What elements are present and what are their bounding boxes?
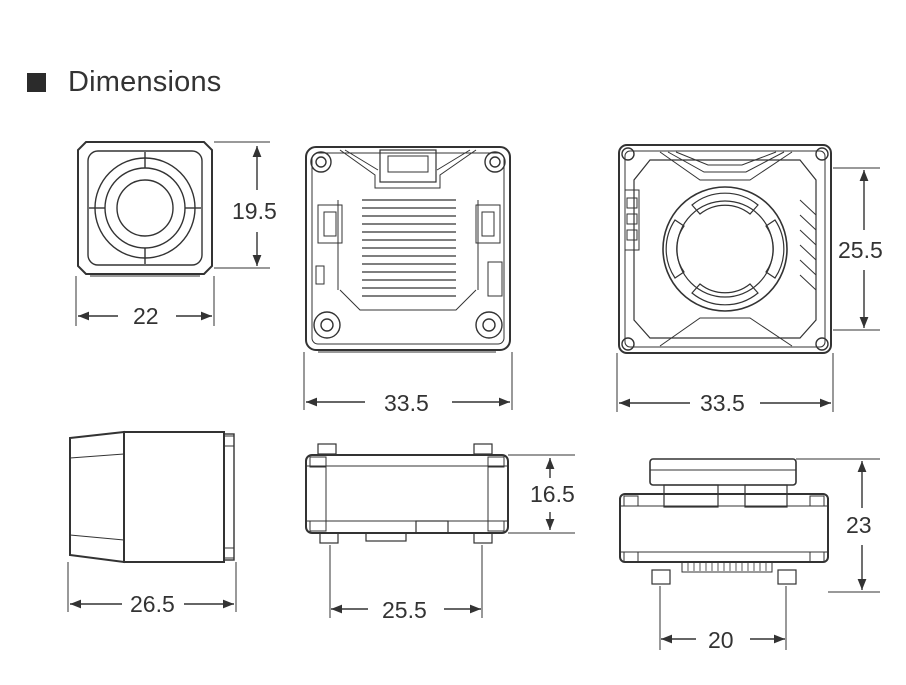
rear-connector-pins — [687, 563, 767, 571]
side-length-label: 26.5 — [130, 591, 175, 617]
front-height-label: 19.5 — [232, 198, 277, 224]
filled-square-icon — [27, 73, 46, 92]
top-width-label: 33.5 — [384, 390, 429, 416]
front-view — [75, 141, 270, 326]
rear-height-label: 23 — [846, 512, 872, 538]
page-title: Dimensions — [68, 66, 222, 98]
bottom-height-label: 25.5 — [838, 237, 883, 263]
front-width-label: 22 — [133, 303, 159, 329]
top-view — [303, 146, 513, 410]
side2-view — [305, 443, 575, 618]
bottom-view — [616, 144, 880, 412]
side2-height-label: 16.5 — [530, 481, 575, 507]
rear-width-label: 20 — [708, 627, 734, 653]
top-vents — [362, 199, 456, 297]
rear-view — [619, 458, 880, 650]
side-view — [67, 430, 237, 612]
section-heading: Dimensions — [27, 66, 222, 99]
bottom-width-label: 33.5 — [700, 390, 745, 416]
side2-width-label: 25.5 — [382, 597, 427, 623]
